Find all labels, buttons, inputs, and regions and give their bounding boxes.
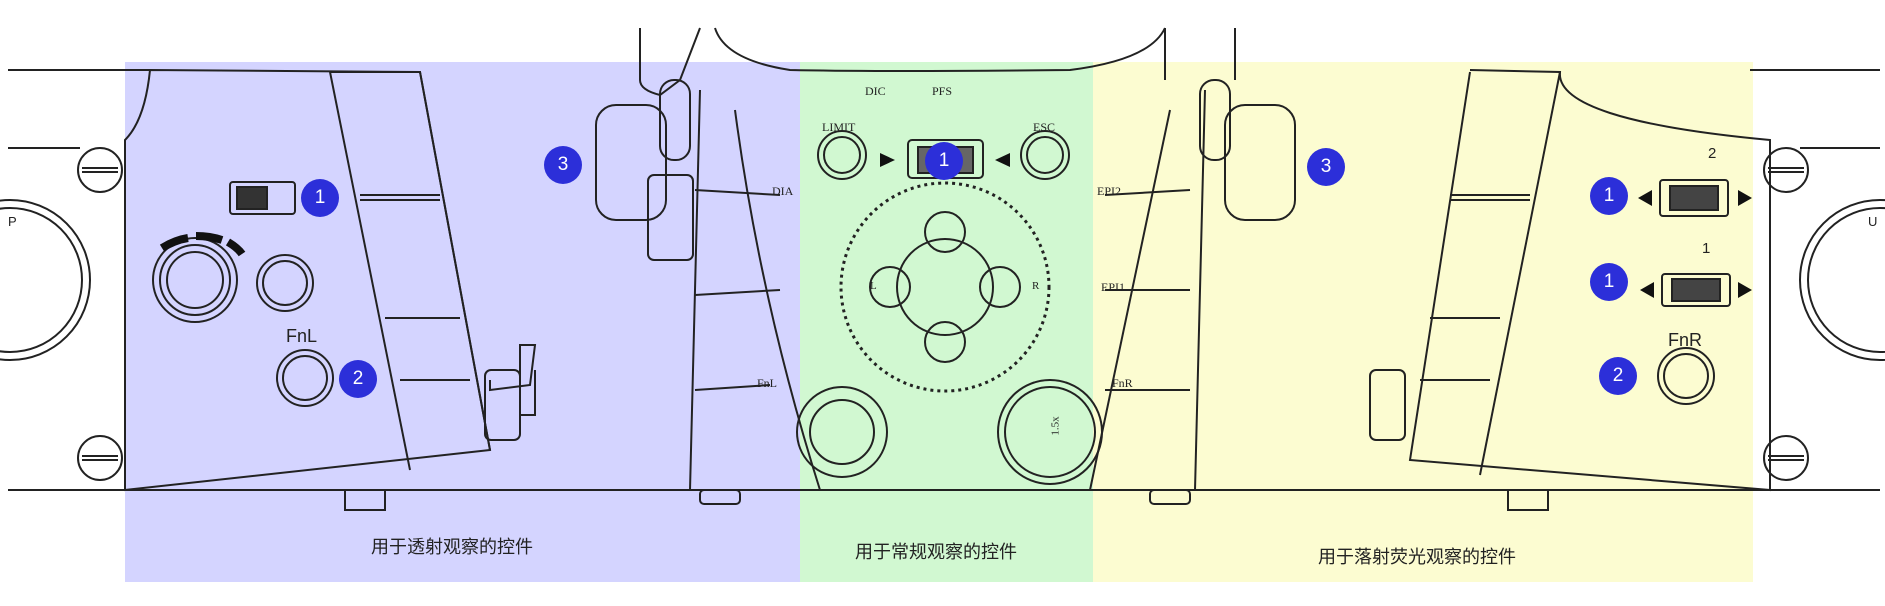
right-dial-letter: U	[1868, 214, 1878, 229]
camera-right-label: R	[1032, 280, 1040, 292]
badge-center-1: 1	[925, 142, 963, 180]
left-region-bg	[125, 62, 800, 582]
left-dial-letter: P	[8, 214, 17, 229]
fnl-button-label: FnL	[286, 326, 318, 346]
epi2-label: EPI2	[1097, 184, 1121, 198]
right-region-label: 用于落射荧光观察的控件	[1318, 547, 1516, 568]
fnl-small-label: FnL	[757, 376, 778, 390]
badge-right-3: 3	[1307, 148, 1345, 186]
esc-label: ESC	[1033, 120, 1056, 134]
pfs-label: PFS	[932, 84, 953, 98]
dia-label: DIA	[772, 184, 794, 198]
badge-left-1: 1	[301, 179, 339, 217]
camera-left-label: L	[870, 280, 877, 292]
fnr-small-label: FnR	[1112, 376, 1133, 390]
badge-right-2: 2	[1599, 357, 1637, 395]
epi1-label: EPI1	[1101, 280, 1125, 294]
zoom-1-5x-label: 1.5x	[1049, 416, 1062, 436]
right-region-bg	[1093, 62, 1753, 582]
filter-number-2: 2	[1708, 145, 1717, 162]
left-region-label: 用于透射观察的控件	[371, 537, 533, 558]
center-region-label: 用于常规观察的控件	[855, 542, 1017, 563]
filter-number-1: 1	[1702, 240, 1711, 257]
dic-label: DIC	[865, 84, 886, 98]
fnr-button-label: FnR	[1668, 330, 1703, 350]
limit-label: LIMIT	[822, 120, 856, 134]
badge-right-1a: 1	[1590, 177, 1628, 215]
badge-left-2: 2	[339, 360, 377, 398]
badge-right-1b: 1	[1590, 263, 1628, 301]
badge-left-3: 3	[544, 146, 582, 184]
